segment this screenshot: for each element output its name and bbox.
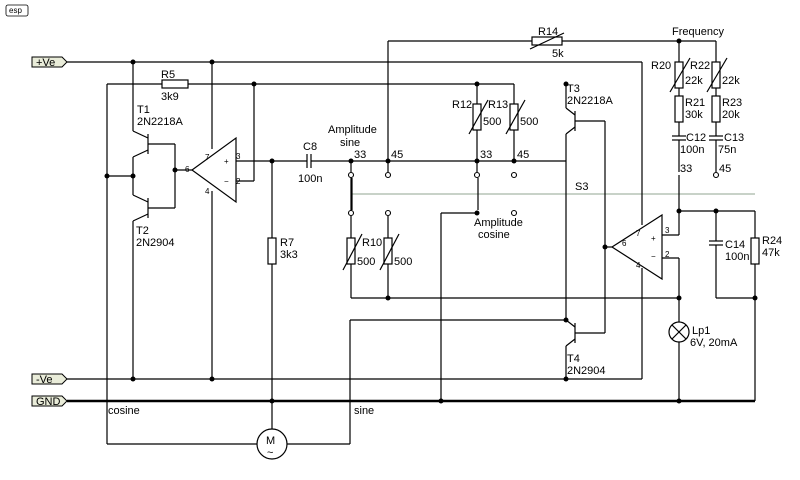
oa1-pin2: 2 <box>236 177 241 186</box>
amp-sine-1: Amplitude <box>328 124 377 136</box>
rail-positive: +Ve <box>31 56 642 69</box>
sw-pos-33-a: 33 <box>354 149 366 161</box>
r23-val: 20k <box>722 109 740 121</box>
c8-ref: C8 <box>303 141 317 153</box>
rail-pos-label: +Ve <box>36 57 55 69</box>
opamp-2: 7 6 4 3 2 + − <box>610 211 680 322</box>
r10-val-b: 500 <box>394 256 412 268</box>
r10-ref: R10 <box>362 237 382 249</box>
switch-label: S3 <box>575 181 588 193</box>
switch-s3: S3 33 45 33 45 33 45 <box>347 149 755 217</box>
frequency-label: Frequency <box>672 26 724 38</box>
r14-ref: R14 <box>538 26 558 38</box>
sine-cosine-bridges <box>107 319 566 445</box>
oa1-pin4: 4 <box>205 187 210 196</box>
rail-gnd-label: GND <box>36 396 61 408</box>
t1-type: 2N2218A <box>137 116 184 128</box>
oa2-pin7: 7 <box>636 229 641 238</box>
amp-cos-1: Amplitude <box>474 217 523 229</box>
r20-ref: R20 <box>651 60 671 72</box>
t2-type: 2N2904 <box>136 237 175 249</box>
sw-pos-45-b: 45 <box>517 149 529 161</box>
c14-val: 100n <box>725 251 749 263</box>
t3-ref: T3 <box>567 83 580 95</box>
r7-c8 <box>267 154 566 430</box>
r7-ref: R7 <box>280 237 294 249</box>
oa1-pin6: 6 <box>185 165 190 174</box>
r12-val: 500 <box>483 116 501 128</box>
t4-ref: T4 <box>567 353 580 365</box>
oa1-plus: + <box>224 157 229 166</box>
oa2-pin6: 6 <box>622 239 627 248</box>
t2-ref: T2 <box>136 225 149 237</box>
sw-pos-45-c: 45 <box>719 163 731 175</box>
r21-val: 30k <box>685 109 703 121</box>
r20-val: 22k <box>685 75 703 87</box>
r21-ref: R21 <box>685 97 705 109</box>
r22-val: 22k <box>722 75 740 87</box>
lamp-lp1 <box>668 321 690 404</box>
t4-type: 2N2904 <box>567 365 606 377</box>
r13-val: 500 <box>520 116 538 128</box>
amp-cos-2: cosine <box>478 229 510 241</box>
t3-type: 2N2218A <box>567 95 614 107</box>
oa2-pin3: 3 <box>665 226 670 235</box>
c8-val: 100n <box>298 173 322 185</box>
pots-r10 <box>342 216 682 301</box>
amp-sine-2: sine <box>340 137 360 149</box>
t1-ref: T1 <box>137 104 150 116</box>
c13-val: 75n <box>718 144 736 156</box>
rail-ground: GND <box>31 395 755 408</box>
r14-val: 5k <box>552 48 564 60</box>
motor-ac: ~ <box>267 447 273 459</box>
sw-pos-33-c: 33 <box>680 163 692 175</box>
r14 <box>387 32 716 161</box>
rail-neg-label: -Ve <box>36 374 53 386</box>
opamp-1: 7 6 4 3 2 + − <box>185 59 272 382</box>
c13-ref: C13 <box>724 132 744 144</box>
frequency-network: Frequency <box>669 26 760 401</box>
net-cosine: cosine <box>108 405 140 417</box>
lp1-ref: Lp1 <box>692 325 710 337</box>
r7-val: 3k3 <box>280 249 298 261</box>
r13-ref: R13 <box>488 99 508 111</box>
motor: M ~ <box>256 428 288 460</box>
c12-ref: C12 <box>686 132 706 144</box>
r5-ref: R5 <box>161 69 175 81</box>
lp1-rating: 6V, 20mA <box>690 337 738 349</box>
oa1-pin3: 3 <box>236 152 241 161</box>
oa2-pin4: 4 <box>636 261 641 270</box>
net-sine: sine <box>354 405 374 417</box>
r23-ref: R23 <box>722 97 742 109</box>
oa2-plus: + <box>651 234 656 243</box>
pots-r12-r13 <box>254 81 526 404</box>
sw-pos-33-b: 33 <box>480 149 492 161</box>
r10-val-a: 500 <box>357 256 375 268</box>
logo-text: esp <box>9 6 22 15</box>
esp-logo: esp <box>5 4 29 17</box>
r24-val: 47k <box>762 247 780 259</box>
r24-ref: R24 <box>762 235 782 247</box>
oa2-minus: − <box>651 252 656 261</box>
c14-ref: C14 <box>725 239 745 251</box>
oa1-pin7: 7 <box>205 153 210 162</box>
output-buffer <box>563 62 643 382</box>
oa2-pin2: 2 <box>665 250 670 259</box>
r22-ref: R22 <box>690 60 710 72</box>
oa1-minus: − <box>224 177 229 186</box>
c12-val: 100n <box>680 144 704 156</box>
left-buffer <box>104 59 257 444</box>
r5-val: 3k9 <box>161 91 179 103</box>
sw-pos-45-a: 45 <box>391 149 403 161</box>
motor-m: M <box>266 435 275 447</box>
rail-negative: -Ve <box>31 373 642 386</box>
r12-ref: R12 <box>452 99 472 111</box>
